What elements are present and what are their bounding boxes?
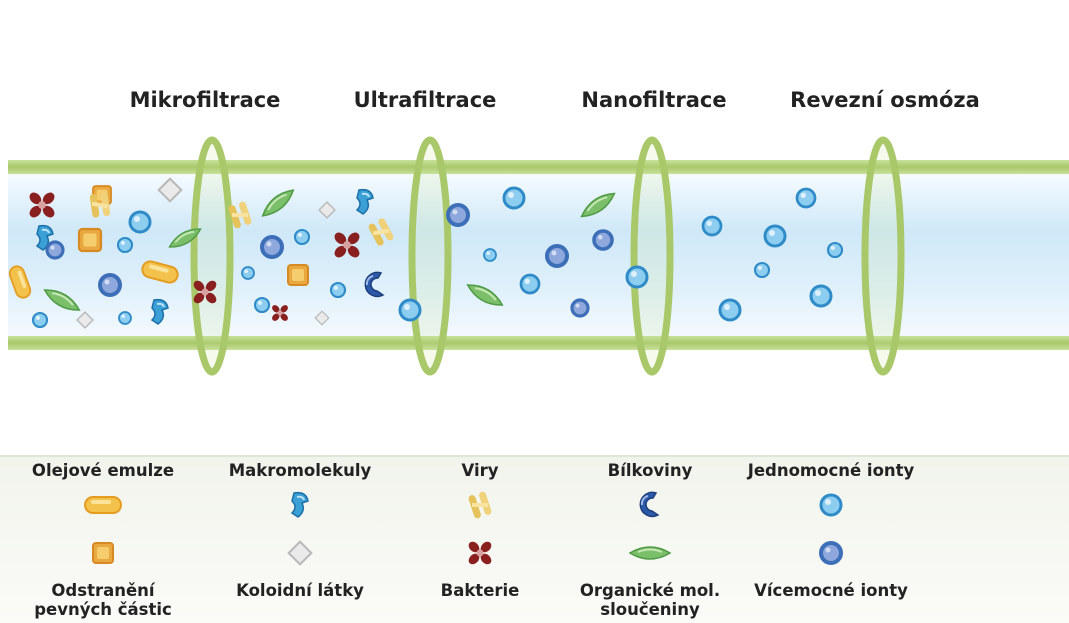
ion-mono-particle (255, 298, 269, 312)
legend-label-bacteria: Bakterie (441, 581, 520, 600)
legend-panel: Olejové emulze Makromolekuly Viry Bílkoviny… (0, 455, 1069, 623)
ion-mono-particle (295, 230, 309, 244)
ion-multi-particle (262, 237, 282, 257)
membrane-nanofiltration (634, 140, 670, 372)
multivalent-ion-icon (821, 543, 841, 563)
legend-label-organic-compound-line: Organické mol. (580, 581, 720, 600)
ion-mono-particle (504, 188, 524, 208)
ion-multi-particle (100, 275, 120, 295)
solid-particle (79, 229, 101, 251)
monovalent-ion-icon (821, 495, 841, 515)
ion-mono-particle (828, 243, 842, 257)
ion-mono-particle (703, 217, 721, 235)
ion-mono-particle (119, 312, 131, 324)
bacteria-icon (467, 540, 494, 567)
ion-multi-particle (448, 205, 468, 225)
solid-particle (288, 265, 308, 285)
ion-mono-particle (130, 212, 150, 232)
ion-mono-particle (765, 226, 785, 246)
ion-mono-particle (331, 283, 345, 297)
legend-label-organic-compound: Organické mol.sloučeniny (580, 581, 720, 619)
oil-emulsion-icon (85, 497, 121, 513)
ion-mono-particle (811, 286, 831, 306)
membrane-reverse-osmosis (865, 140, 901, 372)
membrane-ultrafiltration (412, 140, 448, 372)
pipe-wall-top (8, 160, 1069, 174)
protein-icon (640, 492, 658, 516)
legend-label-multivalent-ion: Vícemocné ionty (754, 581, 908, 600)
legend-label-oil-emulsion: Olejové emulze (32, 461, 174, 480)
ion-mono-particle (627, 267, 647, 287)
legend-label-protein: Bílkoviny (608, 461, 693, 480)
ion-mono-particle (720, 300, 740, 320)
legend-label-macromolecule: Makromolekuly (229, 461, 372, 480)
legend-label-solid-particle-line: pevných částic (34, 600, 172, 619)
macromolecule-icon (292, 493, 308, 517)
ion-mono-particle (484, 249, 496, 261)
legend-label-virus: Viry (461, 461, 498, 480)
ion-mono-particle (797, 189, 815, 207)
ion-mono-particle (242, 267, 254, 279)
ion-mono-particle (521, 275, 539, 293)
legend-label-organic-compound-line: sloučeniny (580, 600, 720, 619)
pipe-wall-bottom (8, 336, 1069, 350)
organic-compound-icon (630, 547, 670, 559)
ion-multi-particle (47, 242, 63, 258)
virus-icon (468, 491, 493, 519)
ion-mono-particle (755, 263, 769, 277)
ion-mono-particle (400, 300, 420, 320)
legend-label-colloid: Koloidní látky (236, 581, 364, 600)
ion-multi-particle (594, 231, 612, 249)
colloid-icon (289, 542, 312, 565)
ion-mono-particle (33, 313, 47, 327)
legend-label-monovalent-ion: Jednomocné ionty (748, 461, 915, 480)
ion-multi-particle (547, 246, 567, 266)
legend-label-solid-particle-line: Odstranění (34, 581, 172, 600)
ion-multi-particle (572, 300, 588, 316)
membrane-microfiltration (194, 140, 230, 372)
pipe-diagram (0, 0, 1069, 455)
ion-mono-particle (118, 238, 132, 252)
solid-particle-icon (93, 543, 113, 563)
